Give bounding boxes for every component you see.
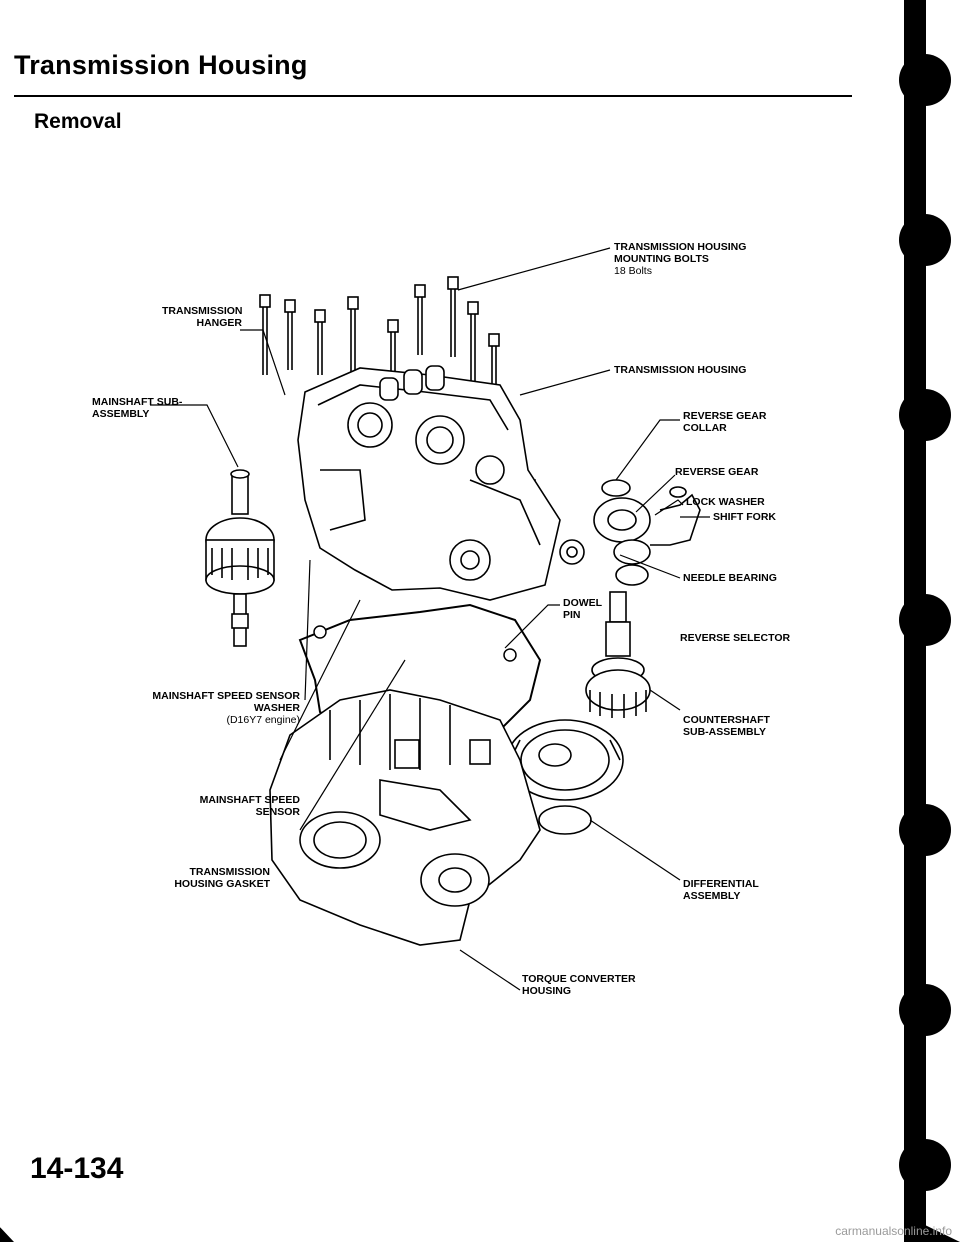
mainshaft-art — [205, 469, 275, 647]
callout-speed-sensor: MAINSHAFT SPEED SENSOR — [199, 794, 300, 818]
callout-gasket: TRANSMISSION HOUSING GASKET — [174, 866, 270, 890]
section-title: Removal — [34, 110, 122, 133]
callout-countershaft: COUNTERSHAFT SUB-ASSEMBLY — [683, 714, 770, 738]
callout-shift-fork: SHIFT FORK — [713, 511, 776, 523]
countershaft-art — [585, 591, 651, 718]
callout-converter: TORQUE CONVERTER HOUSING — [522, 973, 636, 997]
callout-hanger: TRANSMISSION HANGER — [162, 305, 243, 329]
callout-mounting-bolts-label: TRANSMISSION HOUSING MOUNTING BOLTS — [614, 241, 747, 265]
callout-mounting-bolts: TRANSMISSION HOUSING MOUNTING BOLTS 18 B… — [614, 241, 784, 277]
callout-reverse-collar: REVERSE GEAR COLLAR — [683, 410, 767, 434]
page-number: 14-134 — [30, 1152, 124, 1185]
watermark: carmanualsonline.info — [835, 1224, 952, 1238]
callout-housing: TRANSMISSION HOUSING — [614, 364, 747, 376]
callout-reverse-gear: REVERSE GEAR — [675, 466, 759, 478]
reverse-gear-art — [559, 479, 701, 586]
converter-housing-art — [269, 689, 541, 946]
callout-lock-washer: LOCK WASHER — [686, 496, 765, 508]
transmission-housing-art — [297, 365, 561, 601]
callout-reverse-selector: REVERSE SELECTOR — [680, 632, 791, 644]
title-rule — [14, 95, 852, 97]
binding-edge — [899, 0, 951, 1242]
callout-speed-washer-sub: (D16Y7 engine) — [226, 714, 300, 726]
callout-dowel-pin: DOWEL PIN — [563, 597, 602, 621]
callout-mounting-bolts-sub: 18 Bolts — [614, 265, 652, 277]
callout-mainshaft-sub: MAINSHAFT SUB-ASSEMBLY — [92, 396, 183, 420]
callout-needle-bearing: NEEDLE BEARING — [683, 572, 777, 584]
leader-lines — [150, 247, 710, 991]
callout-speed-washer: MAINSHAFT SPEED SENSOR WASHER (D16Y7 eng… — [110, 690, 300, 726]
callout-differential: DIFFERENTIAL ASSEMBLY — [683, 878, 759, 902]
page-title: Transmission Housing — [14, 50, 308, 80]
callout-speed-washer-label: MAINSHAFT SPEED SENSOR WASHER — [152, 690, 300, 714]
